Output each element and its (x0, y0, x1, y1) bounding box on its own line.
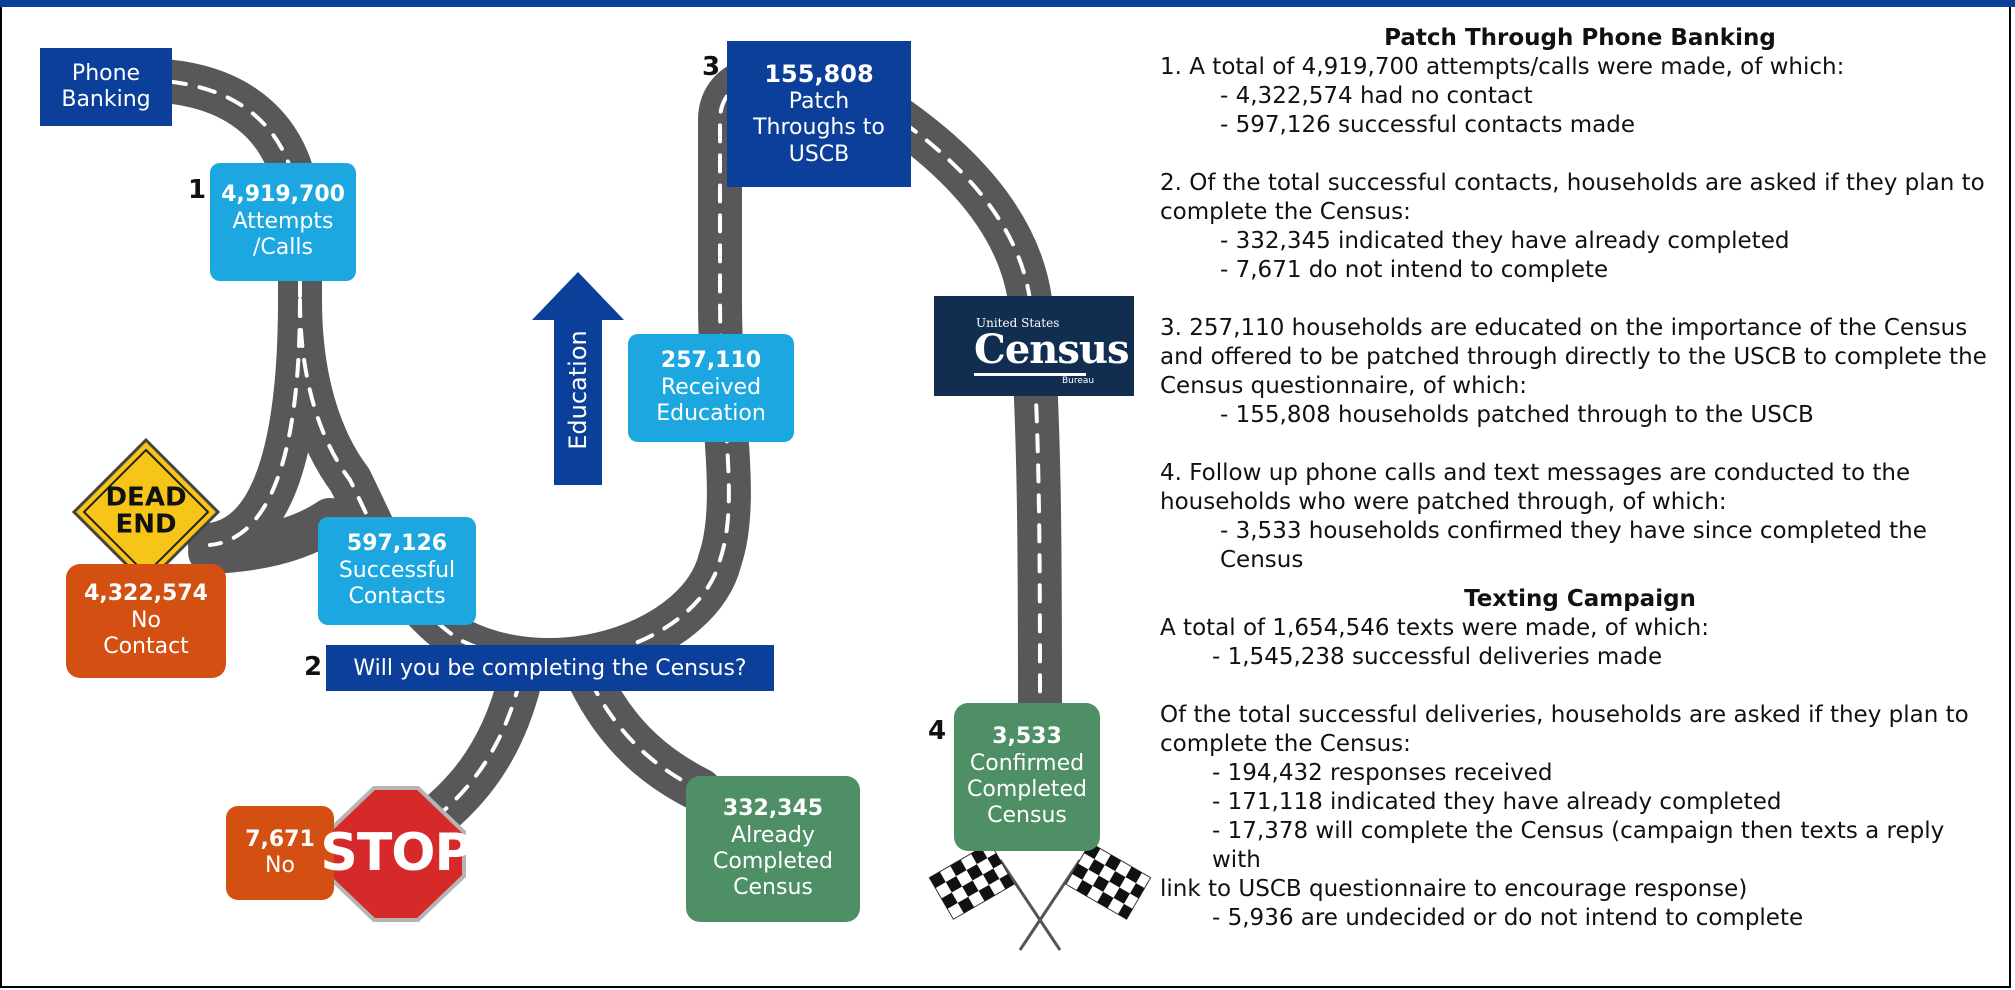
phone-banking-heading: Patch Through Phone Banking (1384, 25, 1776, 51)
texting-para2-line1: Of the total successful deliveries, hous… (1160, 702, 1969, 728)
para2-bullet-a: - 332,345 indicated they have already co… (1220, 228, 1790, 254)
education-arrow-label: Education (564, 330, 592, 450)
para3-line2: and offered to be patched through direct… (1160, 344, 1987, 370)
confirmed-completed-box: 3,533 Confirmed Completed Census (954, 703, 1100, 851)
spacer (1160, 575, 2000, 585)
step-number-1: 1 (188, 175, 207, 205)
stop-label: STOP (320, 823, 472, 883)
dead-end-line2: END (115, 510, 177, 540)
texting-para2-line2: complete the Census: (1160, 731, 1411, 757)
attempts-line2: /Calls (253, 235, 313, 261)
patch-line1: Patch (788, 88, 850, 114)
para4-bullet-a-line1: - 3,533 households confirmed they have s… (1220, 518, 1927, 544)
dead-end-label: DEAD END (105, 482, 187, 540)
received-line1: Received (660, 374, 762, 400)
step-number-2: 2 (304, 652, 323, 682)
page-border (0, 7, 2011, 988)
checkered-flags-icon (928, 841, 1152, 951)
successful-contacts-box: 597,126 Successful Contacts (318, 517, 476, 625)
summary-text-panel: Patch Through Phone Banking 1. A total o… (1160, 24, 2000, 933)
texting-bullet-c-line2: link to USCB questionnaire to encourage … (1160, 876, 1748, 902)
successful-line1: Successful (338, 557, 456, 583)
received-education-box: 257,110 Received Education (628, 334, 794, 442)
para3-line3: Census questionnaire, of which: (1160, 373, 1528, 399)
confirmed-line2: Completed (967, 777, 1087, 802)
spacer (1160, 430, 2000, 459)
received-line2: Education (656, 401, 766, 427)
spacer (1160, 672, 2000, 701)
census-logo-bureau: Bureau (1062, 376, 1095, 386)
already-count: 332,345 (722, 796, 824, 822)
no-contact-count: 4,322,574 (84, 581, 208, 607)
para4-line2: households who were patched through, of … (1160, 489, 1727, 515)
already-line1: Already (731, 822, 815, 848)
patch-throughs-box: 155,808 Patch Throughs to USCB (727, 41, 911, 187)
texting-para1-bullet-a: - 1,545,238 successful deliveries made (1212, 644, 1663, 670)
texting-bullet-d: - 5,936 are undecided or do not intend t… (1212, 905, 1804, 931)
para1-bullet-b: - 597,126 successful contacts made (1220, 112, 1635, 138)
dead-end-line1: DEAD (105, 482, 187, 513)
confirmed-count: 3,533 (992, 724, 1062, 750)
successful-line2: Contacts (348, 584, 446, 610)
para1: 1. A total of 4,919,700 attempts/calls w… (1160, 54, 1845, 80)
attempts-count: 4,919,700 (221, 182, 345, 208)
census-logo-underline (974, 373, 1086, 376)
census-logo-united-states: United States (976, 316, 1060, 330)
para4-bullet-a-line2: Census (1220, 547, 1304, 573)
confirmed-line1: Confirmed (969, 750, 1085, 776)
patch-count: 155,808 (764, 60, 874, 89)
para4-line1: 4. Follow up phone calls and text messag… (1160, 460, 1911, 486)
texting-campaign-heading: Texting Campaign (1464, 586, 1696, 612)
no-count: 7,671 (245, 826, 315, 852)
phone-banking-line2: Banking (61, 87, 151, 112)
spacer (1160, 140, 2000, 169)
para2-line1: 2. Of the total successful contacts, hou… (1160, 170, 1985, 196)
already-line3: Census (733, 875, 813, 901)
no-contact-box: 4,322,574 No Contact (66, 564, 226, 678)
para2-bullet-b: - 7,671 do not intend to complete (1220, 257, 1609, 283)
patch-line2: Throughs to (753, 115, 885, 141)
step-number-4: 4 (928, 716, 947, 746)
completion-question-banner: Will you be completing the Census? (326, 645, 774, 691)
already-line2: Completed (713, 849, 833, 874)
para3-line1: 3. 257,110 households are educated on th… (1160, 315, 1968, 341)
education-arrow (532, 272, 624, 485)
attempts-line1: Attempts (232, 208, 334, 234)
texting-bullet-a: - 194,432 responses received (1212, 760, 1553, 786)
top-accent-bar (0, 0, 2015, 7)
received-count: 257,110 (660, 348, 762, 374)
para3-bullet-a: - 155,808 households patched through to … (1220, 402, 1814, 428)
confirmed-line3: Census (987, 803, 1067, 829)
step-number-3: 3 (702, 52, 721, 82)
road-to-already (568, 658, 722, 812)
phone-banking-start: Phone Banking (40, 48, 172, 126)
no-contact-line2: Contact (103, 634, 189, 660)
spacer (1160, 285, 2000, 314)
texting-para1: A total of 1,654,546 texts were made, of… (1160, 615, 1709, 641)
no-line1: No (265, 853, 295, 878)
attempts-calls-box: 4,919,700 Attempts /Calls (210, 163, 356, 281)
census-logo-wordmark: Census (974, 326, 1129, 373)
texting-bullet-c-line1: - 17,378 will complete the Census (campa… (1212, 818, 1945, 873)
no-contact-line1: No (131, 607, 161, 633)
no-box: 7,671 No (226, 806, 334, 900)
already-completed-box: 332,345 Already Completed Census (686, 776, 860, 922)
para1-bullet-a: - 4,322,574 had no contact (1220, 83, 1533, 109)
census-bureau-logo: United States Census Bureau (934, 296, 1134, 396)
phone-banking-line1: Phone (71, 60, 141, 86)
successful-count: 597,126 (346, 531, 448, 557)
texting-bullet-b: - 171,118 indicated they have already co… (1212, 789, 1782, 815)
road-dead-end (188, 278, 322, 567)
para2-line2: complete the Census: (1160, 199, 1411, 225)
patch-line3: USCB (788, 141, 850, 167)
